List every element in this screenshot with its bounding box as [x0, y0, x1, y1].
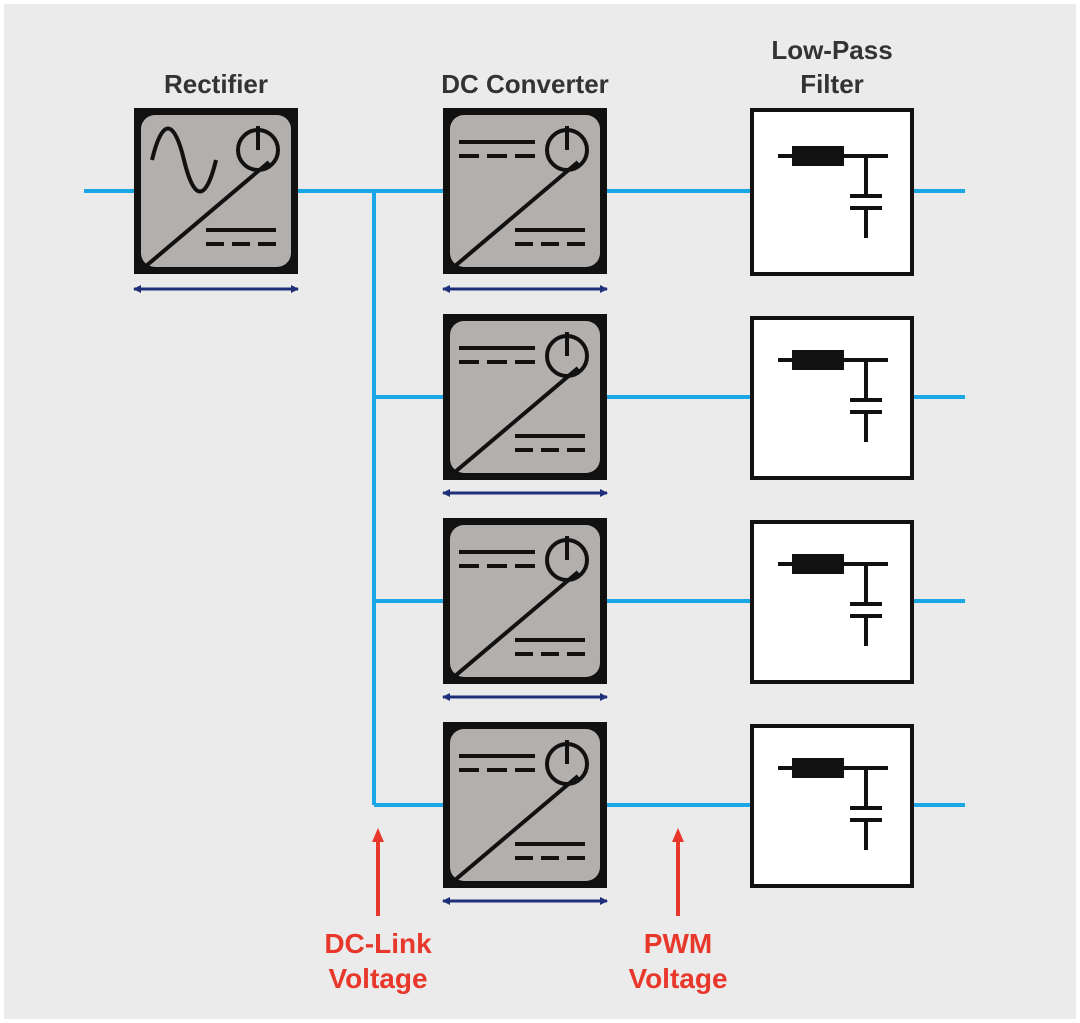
dc-in-symbol-icon [459, 754, 535, 772]
dc-symbol-icon [206, 228, 276, 246]
dc-out-symbol-icon [515, 638, 585, 656]
low-pass-filter-block-2 [750, 316, 914, 480]
low-pass-filter-block-3 [750, 520, 914, 684]
dc-out-symbol-icon [515, 842, 585, 860]
rectifier-block [134, 108, 298, 274]
dc-out-symbol-icon [515, 434, 585, 452]
dc-in-symbol-icon [459, 550, 535, 568]
low-pass-filter-heading-line1: Low-Pass [771, 35, 892, 65]
wiring [84, 189, 965, 807]
dc-converter-block-3 [443, 518, 607, 684]
dc-converter-block-1 [443, 108, 607, 274]
pwm-label-line1: PWM [644, 928, 712, 959]
ac-sine-icon [150, 126, 218, 194]
lc-filter-icon [778, 146, 888, 238]
pwm-label-line2: Voltage [628, 963, 727, 994]
rectifier-heading: Rectifier [164, 69, 268, 99]
dc-converter-block-2 [443, 314, 607, 480]
lc-filter-icon [778, 758, 888, 850]
low-pass-filter-block-1 [750, 108, 914, 276]
lc-filter-icon [778, 350, 888, 442]
dc-link-label-line1: DC-Link [324, 928, 432, 959]
dc-in-symbol-icon [459, 346, 535, 364]
dc-converter-heading: DC Converter [441, 69, 609, 99]
low-pass-filter-heading-line2: Filter [800, 69, 864, 99]
low-pass-filter-block-4 [750, 724, 914, 888]
pwm-voltage-annotation: PWM Voltage [628, 828, 728, 994]
dc-converter-block-4 [443, 722, 607, 888]
dc-out-symbol-icon [515, 228, 585, 246]
dc-link-voltage-annotation: DC-Link Voltage [324, 828, 432, 994]
dc-link-label-line2: Voltage [328, 963, 427, 994]
lc-filter-icon [778, 554, 888, 646]
dc-in-symbol-icon [459, 140, 535, 158]
